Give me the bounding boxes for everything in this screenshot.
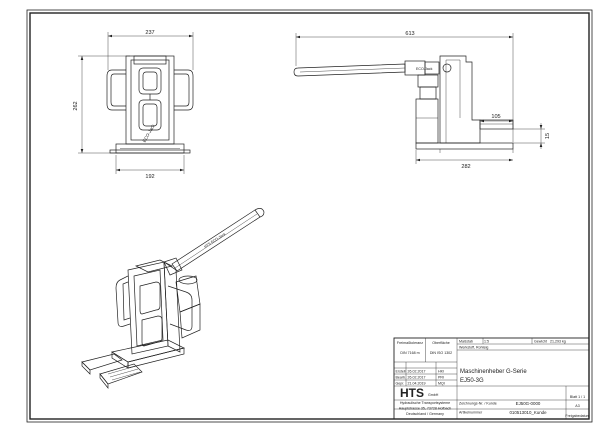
title-block: Freimaßtoleranz DIN 7168 m Oberfläche DI… bbox=[393, 337, 590, 420]
sheet-label: Blatt 1 / 1 bbox=[570, 395, 585, 399]
drawing-no-label: Zeichnungs-Nr. / Kunde bbox=[459, 402, 497, 406]
scale-label: Maßstab bbox=[459, 340, 473, 344]
company-suffix: GmbH bbox=[428, 393, 439, 397]
row3-kind: Gepr. bbox=[396, 382, 405, 386]
company-line1: Hydraulische Transportsysteme bbox=[400, 401, 450, 405]
isometric-view: HTS ECO-Jack bbox=[81, 208, 265, 389]
drawing-no-value: EJ50G-0000 bbox=[516, 401, 541, 406]
dim-side-length: 613 bbox=[405, 31, 414, 37]
scale-value: 1:5 bbox=[484, 340, 489, 344]
drawing-title-line2: EJ50-3G bbox=[460, 378, 484, 384]
weight-label: Gewicht bbox=[534, 340, 547, 344]
row2-date: 26.02.2017 bbox=[408, 376, 426, 380]
side-view: 613 ECO-Jack bbox=[293, 31, 551, 170]
tolerance-value: DIN 7168 m bbox=[400, 351, 419, 355]
dim-side-clearance: 15 bbox=[545, 133, 551, 139]
company-line2: Hauptstrasse 35, 73728 Hofbach bbox=[399, 407, 452, 411]
row3-date: 21.04.2019 bbox=[408, 382, 426, 386]
format-value: A3 bbox=[575, 404, 579, 408]
row1-date: 26.02.2017 bbox=[408, 370, 426, 374]
surface-value: DIN ISO 1302 bbox=[430, 351, 452, 355]
row2-kind: Bearb. bbox=[396, 376, 407, 380]
dim-front-width-top: 237 bbox=[145, 30, 154, 36]
sheet-border bbox=[26, 9, 593, 423]
article-label: Artikelnummer bbox=[459, 411, 483, 415]
weight-value: 21,293 kg bbox=[550, 340, 566, 344]
surface-label: Oberfläche bbox=[432, 341, 450, 345]
row1-name: HKI bbox=[438, 370, 444, 374]
row3-name: MQI bbox=[438, 382, 445, 386]
dim-front-height: 262 bbox=[73, 101, 79, 110]
row1-kind: Erstell bbox=[396, 370, 406, 374]
side-logo: ECO-Jack bbox=[416, 67, 433, 71]
drawing-title-line1: Maschinenheber G-Serie bbox=[460, 369, 527, 375]
article-value: 010513010_Kunde bbox=[509, 410, 547, 415]
row2-name: PRI bbox=[438, 376, 444, 380]
dim-side-offset: 105 bbox=[491, 114, 500, 120]
front-view: 237 262 192 bbox=[73, 30, 194, 180]
company-name: HTS bbox=[400, 386, 424, 400]
release-note: Freigabedatum bbox=[565, 414, 589, 418]
dim-front-width-bottom: 192 bbox=[145, 174, 154, 180]
dim-side-base: 282 bbox=[461, 164, 470, 170]
tolerance-label: Freimaßtoleranz bbox=[397, 341, 423, 345]
company-line3: Deutschland / Germany bbox=[406, 412, 444, 416]
material-value: Werkstoff, Rohteig bbox=[459, 346, 488, 350]
